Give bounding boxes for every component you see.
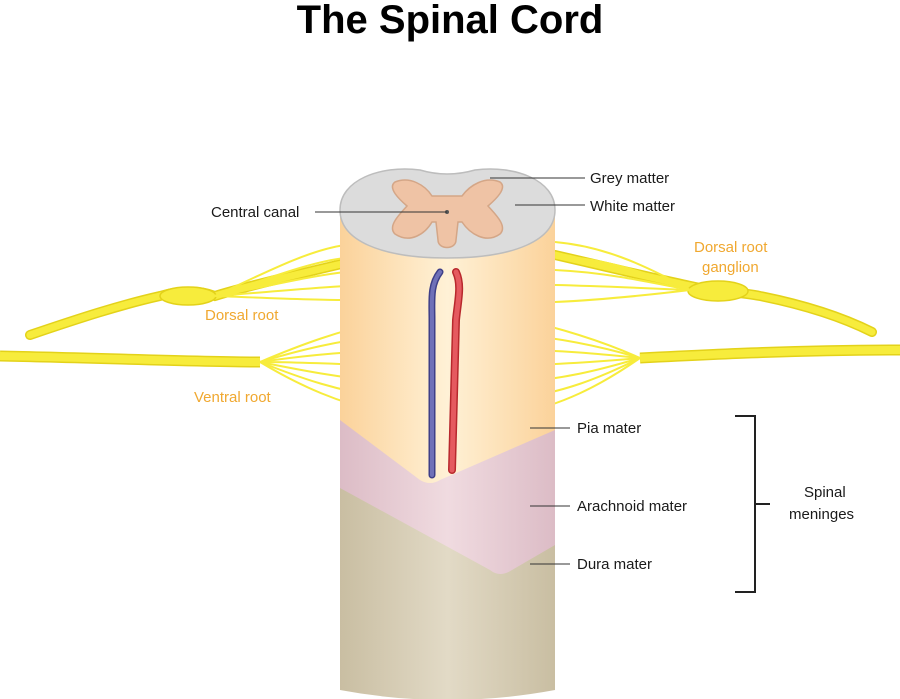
pia-mater-layer [340, 210, 555, 483]
spinal-meninges-label: Spinal [804, 484, 846, 501]
left-dorsal-nerve [25, 244, 355, 340]
arachnoid-mater-label: Arachnoid mater [577, 498, 687, 515]
right-ventral-nerve [514, 317, 900, 415]
dorsal-root-label: Dorsal root [205, 307, 279, 324]
diagram-title: The Spinal Cord [296, 0, 604, 42]
left-ventral-nerve [0, 319, 391, 415]
right-dorsal-nerve [550, 241, 877, 337]
white-matter-label: White matter [590, 198, 675, 215]
dorsal-root-ganglion-label: Dorsal root [694, 239, 768, 256]
central-canal-label: Central canal [211, 204, 299, 221]
meninges-bracket [735, 415, 770, 593]
pia-mater-label: Pia mater [577, 420, 641, 437]
ventral-root-label: Ventral root [194, 389, 272, 406]
grey-matter-label: Grey matter [590, 170, 669, 187]
spinal-meninges-label-2: meninges [789, 506, 854, 523]
dorsal-root-ganglion-label-2: ganglion [702, 259, 759, 276]
leader-lines [315, 177, 585, 565]
dura-mater-label: Dura mater [577, 556, 652, 573]
